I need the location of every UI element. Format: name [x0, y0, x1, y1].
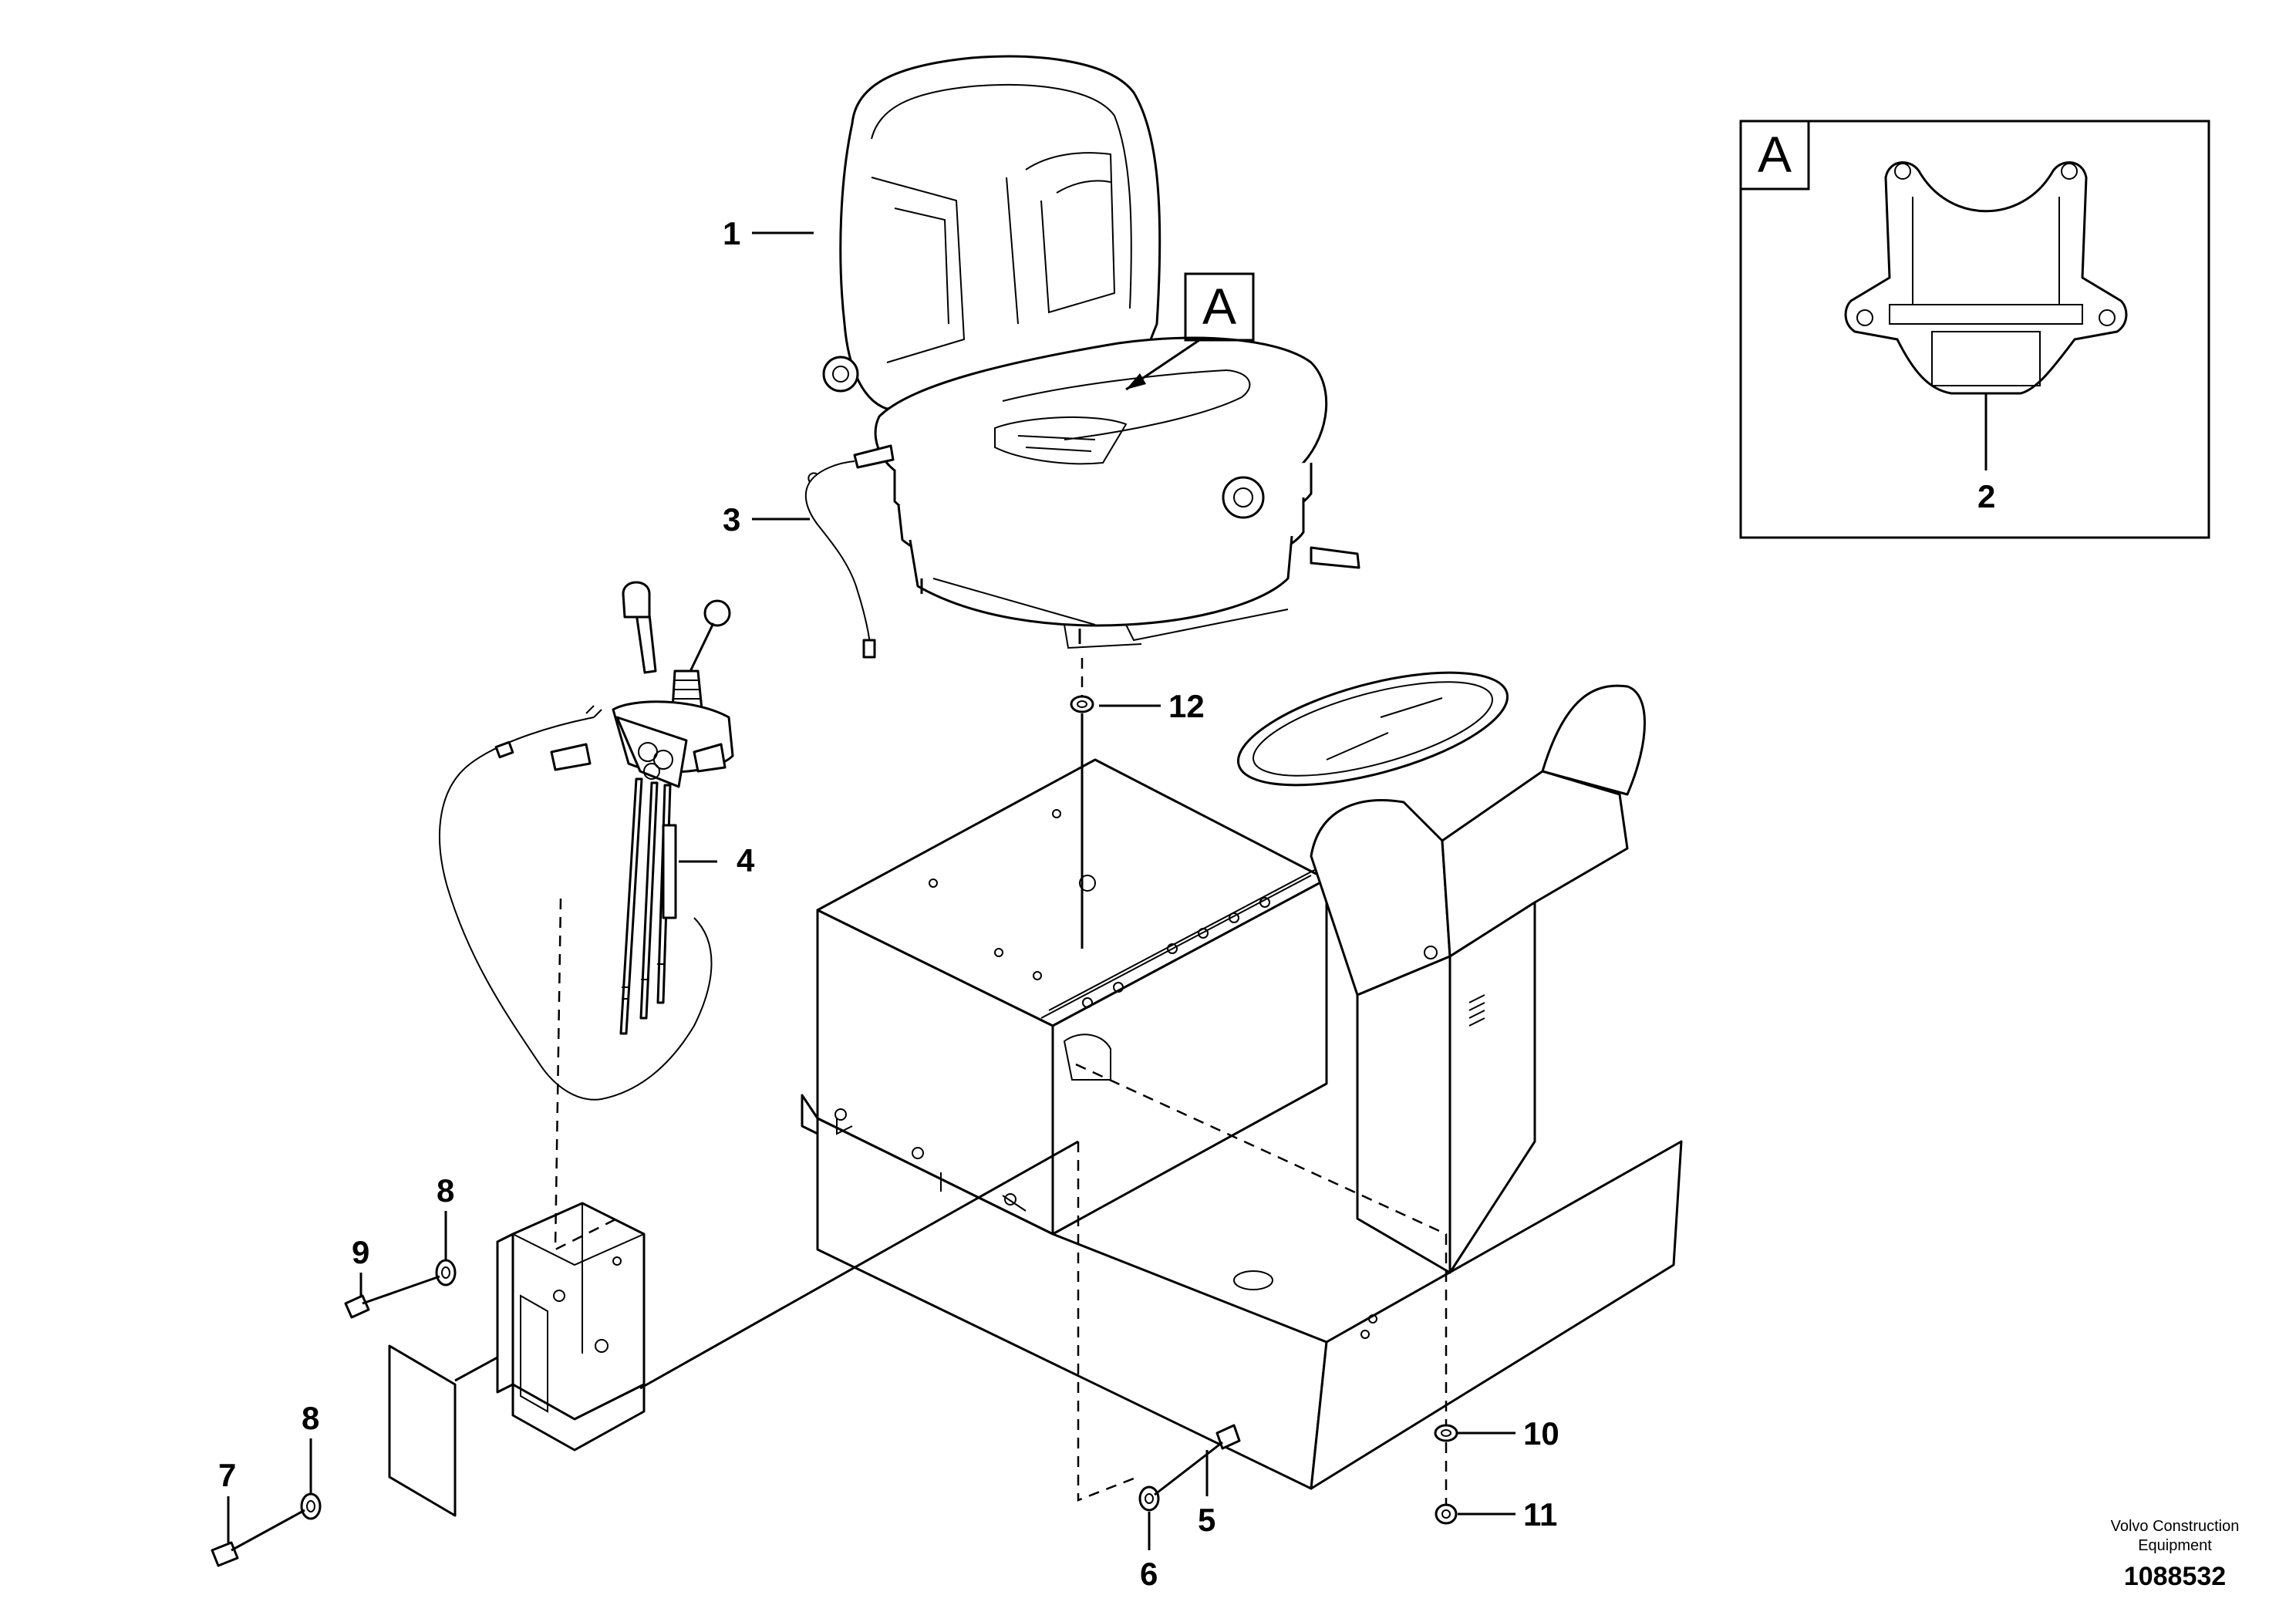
callout-6: 6	[1140, 1556, 1158, 1592]
drawing-number: 1088532	[2124, 1562, 2226, 1591]
company-name-line2: Equipment	[2138, 1537, 2212, 1554]
seat-switch-harness	[804, 444, 895, 659]
callout-5: 5	[1198, 1502, 1215, 1538]
callout-leaders	[227, 231, 1515, 1550]
callout-numbers: 1 2 3 4 5 6 7 8 8 9 10 11 12	[218, 215, 1995, 1592]
drawing-footer: Volvo Construction Equipment 1088532	[2111, 1518, 2240, 1591]
callout-8-upper: 8	[437, 1172, 454, 1209]
svg-text:A: A	[1758, 126, 1792, 183]
callout-2: 2	[1977, 478, 1995, 514]
operator-seat	[822, 55, 1360, 649]
fastener-bolts-washers	[211, 695, 1458, 1567]
callout-10: 10	[1523, 1415, 1559, 1452]
callout-9: 9	[352, 1234, 369, 1270]
access-cover-plate	[388, 1344, 457, 1517]
callout-4: 4	[737, 842, 755, 878]
svg-text:A: A	[1202, 278, 1236, 335]
seat-view-label-a: A	[1125, 272, 1255, 391]
lever-cover-box	[496, 1202, 646, 1452]
callout-8-lower: 8	[302, 1400, 319, 1436]
cab-floor-frame	[801, 671, 1683, 1490]
company-name-line1: Volvo Construction	[2111, 1518, 2240, 1535]
assembly-lines	[454, 658, 1448, 1504]
callout-1: 1	[723, 215, 740, 251]
inset-detail-view: A	[1739, 120, 2210, 539]
callout-7: 7	[218, 1457, 236, 1493]
callout-12: 12	[1168, 688, 1205, 724]
callout-11: 11	[1523, 1496, 1557, 1533]
callout-3: 3	[723, 501, 740, 538]
control-lever-assembly	[439, 581, 734, 1101]
